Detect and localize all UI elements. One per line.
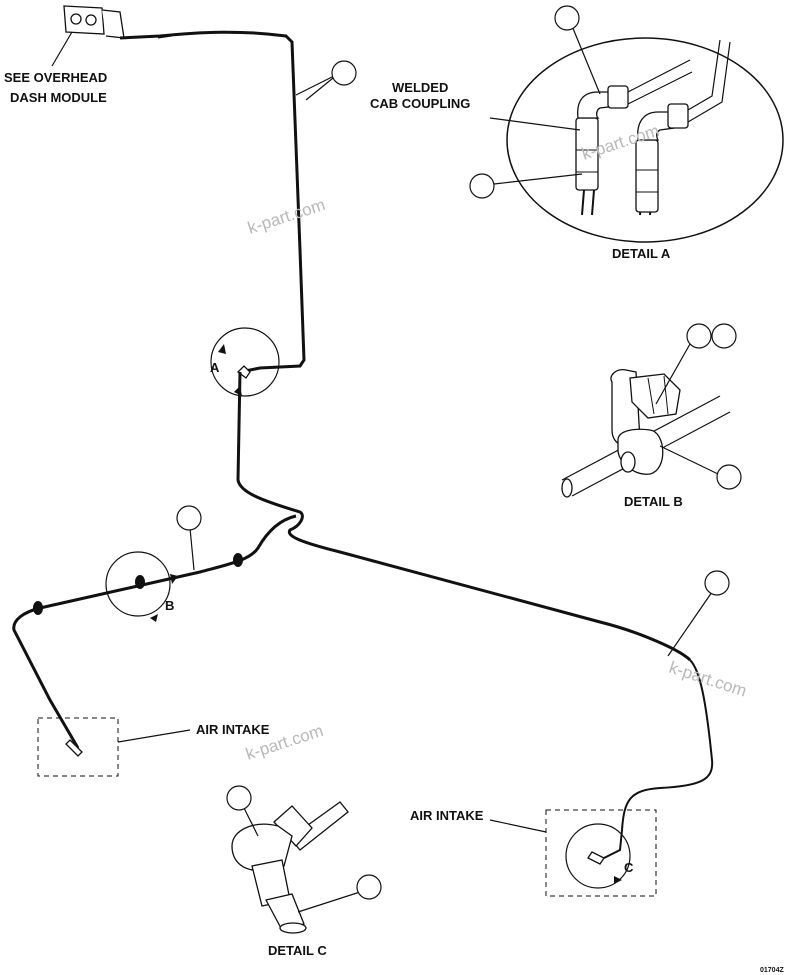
callout-balloon xyxy=(704,570,730,596)
detail-b-clamp-leader xyxy=(659,445,719,475)
view-c-letter: C xyxy=(624,860,634,875)
right-line-leader xyxy=(667,591,713,657)
welded-label-line1: WELDED xyxy=(392,80,448,95)
figure-code: 01704Z xyxy=(760,967,784,974)
detail-a-label: DETAIL A xyxy=(612,246,671,261)
watermark: k-part.com xyxy=(245,195,327,238)
view-a-marker: A xyxy=(210,327,280,397)
dash-module-leader xyxy=(51,31,73,67)
view-b-letter: B xyxy=(165,598,174,613)
right-air-intake-box xyxy=(545,809,657,897)
upper-air-line xyxy=(119,30,306,374)
welded-label-line2: CAB COUPLING xyxy=(370,96,470,111)
air-intake-right-label: AIR INTAKE xyxy=(410,808,484,823)
callout-balloon xyxy=(356,874,382,900)
detail-c-label: DETAIL C xyxy=(268,943,327,958)
left-air-intake-box xyxy=(37,717,119,777)
upper-line-leader xyxy=(295,73,339,96)
middle-air-line xyxy=(236,371,692,662)
detail-a: DETAIL A xyxy=(506,37,784,261)
air-intake-left-label: AIR INTAKE xyxy=(196,722,270,737)
left-branch-leader xyxy=(189,527,195,571)
right-air-line xyxy=(603,659,714,859)
overhead-label-line1: SEE OVERHEAD xyxy=(4,70,107,85)
detail-b: DETAIL B xyxy=(561,369,731,509)
line-clamps xyxy=(33,553,243,757)
detail-c-fitting-leader xyxy=(297,891,361,913)
callout-balloon xyxy=(711,323,737,349)
callout-balloon xyxy=(331,60,357,86)
view-b-marker: B xyxy=(105,551,178,622)
overhead-label-line2: DASH MODULE xyxy=(10,90,107,105)
detail-a-coupling-leader xyxy=(493,173,583,185)
view-a-letter: A xyxy=(210,360,220,375)
dash-module-bracket xyxy=(63,5,125,39)
callout-balloon xyxy=(176,505,202,531)
detail-a-leader xyxy=(571,25,601,95)
watermark: k-part.com xyxy=(667,658,749,701)
detail-c: DETAIL C xyxy=(231,801,349,958)
callout-balloon xyxy=(716,464,742,490)
view-c-marker: C xyxy=(565,823,634,889)
callout-balloon xyxy=(554,5,580,31)
callout-balloon xyxy=(226,785,252,811)
left-branch-line xyxy=(12,514,297,749)
callout-balloon xyxy=(686,323,712,349)
callout-balloon xyxy=(469,173,495,199)
detail-b-bolt-leader xyxy=(655,343,691,405)
detail-b-label: DETAIL B xyxy=(624,494,683,509)
detail-c-elbow-leader xyxy=(243,807,259,837)
